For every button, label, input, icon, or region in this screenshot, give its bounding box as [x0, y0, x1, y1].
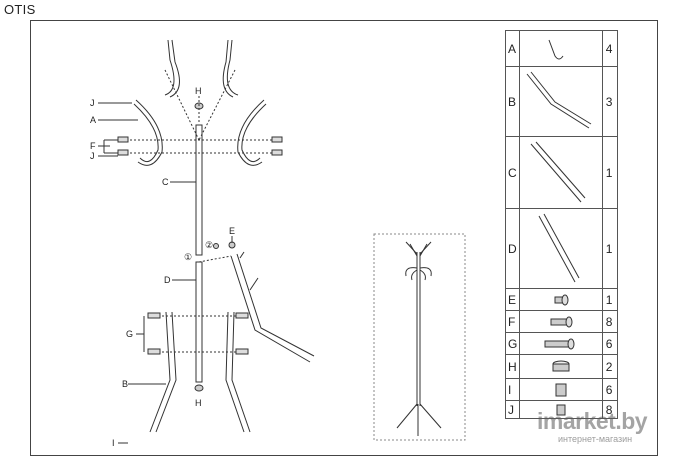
page-title: OTIS — [4, 2, 36, 17]
part-qty: 3 — [601, 66, 619, 137]
part-row: C 1 — [505, 136, 619, 209]
part-letter: D — [505, 208, 520, 289]
instruction-frame — [30, 20, 658, 456]
part-letter: E — [505, 288, 520, 311]
callout-j-top: J — [90, 98, 95, 108]
callout-j-mid: J — [90, 151, 95, 161]
lower-tube-icon — [518, 208, 603, 289]
callout-c: C — [162, 177, 169, 187]
part-qty: 8 — [601, 310, 619, 333]
step-two-marker: ② — [205, 240, 213, 250]
cap-icon — [518, 354, 603, 379]
bent-leg-icon — [518, 66, 603, 137]
part-row: D 1 — [505, 208, 619, 289]
callout-h-bottom: H — [195, 398, 202, 408]
hook-top-right — [226, 39, 239, 96]
part-qty: 1 — [601, 208, 619, 289]
parts-table: A 4 B 3 C 1 D 1 E 1 F 8 — [505, 30, 619, 419]
callout-e: E — [229, 226, 235, 236]
part-qty: 8 — [601, 400, 619, 419]
part-qty: 2 — [601, 354, 619, 379]
part-qty: 1 — [601, 136, 619, 209]
part-qty: 1 — [601, 288, 619, 311]
hook-left — [133, 103, 159, 163]
part-letter: B — [505, 66, 520, 137]
part-row: J 8 — [505, 400, 619, 419]
callout-f: F — [90, 141, 96, 151]
small-screw-icon — [518, 288, 603, 311]
lower-tube — [195, 261, 203, 383]
part-row: I 6 — [505, 378, 619, 401]
part-letter: F — [505, 310, 520, 333]
step-one-marker: ① — [184, 252, 192, 262]
part-letter: H — [505, 354, 520, 379]
hook-top-left — [164, 39, 175, 96]
leg-left — [149, 311, 171, 433]
part-letter: C — [505, 136, 520, 209]
bottom-cap — [194, 384, 204, 392]
callout-i: I — [112, 438, 115, 448]
part-row: A 4 — [505, 30, 619, 67]
part-row: B 3 — [505, 66, 619, 137]
long-bolt-icon — [518, 332, 603, 355]
part-qty: 6 — [601, 332, 619, 355]
hook-right — [241, 103, 267, 163]
foot-cap-icon — [518, 378, 603, 401]
part-letter: J — [505, 400, 520, 419]
watermark-logo: imarket.by — [537, 408, 648, 434]
callout-d: D — [164, 275, 171, 285]
part-row: F 8 — [505, 310, 619, 333]
short-bolt-icon — [518, 310, 603, 333]
part-qty: 4 — [601, 30, 619, 67]
callout-h-top: H — [195, 86, 202, 96]
leg-right — [230, 255, 311, 363]
assembled-coat-stand — [396, 241, 442, 436]
callout-b: B — [122, 379, 128, 389]
end-cap-icon — [518, 400, 603, 419]
part-row: H 2 — [505, 354, 619, 379]
part-letter: A — [505, 30, 520, 67]
part-letter: G — [505, 332, 520, 355]
watermark-subtitle: интернет-магазин — [558, 434, 633, 444]
callout-a: A — [90, 115, 96, 125]
part-row: E 1 — [505, 288, 619, 311]
callout-g: G — [126, 329, 133, 339]
leg-center — [225, 311, 245, 433]
assembled-preview-box — [373, 233, 466, 441]
upper-tube — [195, 124, 203, 256]
part-letter: I — [505, 378, 520, 401]
part-row: G 6 — [505, 332, 619, 355]
hook-icon — [518, 30, 603, 67]
upper-tube-icon — [518, 136, 603, 209]
part-qty: 6 — [601, 378, 619, 401]
